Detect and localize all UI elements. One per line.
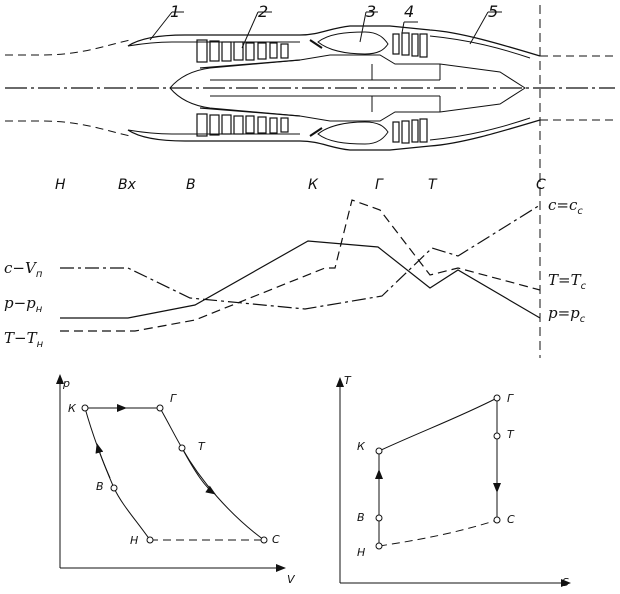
ts-x-axis-label: S <box>562 576 569 589</box>
pressure-curve <box>60 240 541 319</box>
parameter-plot <box>60 199 541 332</box>
station-labels: Н Вх В К Г Т С <box>55 177 546 193</box>
station-label-k: К <box>308 177 319 193</box>
parameter-right-labels: c=cc T=Tc p=pc <box>548 196 587 325</box>
pv-point-k <box>81 404 89 412</box>
ts-point-v <box>375 514 383 522</box>
pv-label-v: В <box>96 480 104 493</box>
compressor-blades-top <box>196 39 301 69</box>
temperature-left-label: T−Tн <box>4 329 44 350</box>
part-number-labels: 1 2 3 4 5 <box>170 2 498 21</box>
ts-labels: T S Г Т К С В Н <box>344 374 569 589</box>
station-label-v: В <box>186 177 196 193</box>
ts-label-t: Т <box>507 428 515 441</box>
station-label-c: С <box>536 177 546 193</box>
pv-label-c: С <box>272 533 280 546</box>
velocity-right-label: c=cc <box>548 196 583 217</box>
parameter-left-labels: c−Vп p−pн T−Tн <box>4 259 44 350</box>
ts-label-v: В <box>357 511 365 524</box>
pv-point-g <box>156 404 164 412</box>
pv-label-t: Т <box>198 440 206 453</box>
part-number-leaders <box>149 11 502 49</box>
nacelle-bottom <box>127 119 541 151</box>
ts-point-c <box>493 516 501 524</box>
pv-x-axis-label: V <box>287 573 296 586</box>
ts-point-h <box>375 542 383 550</box>
station-label-t: Т <box>428 177 438 193</box>
turbine-blades-top <box>392 32 428 58</box>
part-number-5: 5 <box>488 2 498 21</box>
pv-labels: p V К Г Т В С Н <box>62 377 296 586</box>
pressure-left-label: p−pн <box>4 294 43 315</box>
temperature-right-label: T=Tc <box>548 271 587 292</box>
ts-diagram <box>336 377 571 587</box>
combustor-bottom <box>317 121 389 145</box>
engine-section <box>5 5 615 358</box>
ts-point-t <box>493 432 501 440</box>
part-number-2: 2 <box>258 2 268 21</box>
velocity-curve <box>60 204 541 310</box>
ts-label-g: Г <box>507 392 514 405</box>
inlet-streamline-top <box>5 39 131 56</box>
ts-label-k: К <box>357 440 366 453</box>
part-number-4: 4 <box>404 2 414 21</box>
pv-point-c <box>260 536 268 544</box>
combustor-top <box>317 31 389 55</box>
station-label-g: Г <box>375 177 384 193</box>
pv-label-k: К <box>68 402 77 415</box>
ts-point-k <box>375 447 383 455</box>
pv-diagram <box>56 374 286 572</box>
pv-y-axis-label: p <box>62 377 70 390</box>
ts-y-axis-label: T <box>344 374 352 387</box>
velocity-left-label: c−Vп <box>4 259 43 280</box>
nacelle-top <box>127 25 541 57</box>
part-number-3: 3 <box>366 2 376 21</box>
turbine-blades-bottom <box>392 118 428 144</box>
pv-point-v <box>110 484 118 492</box>
inlet-spinner <box>169 54 526 122</box>
ts-label-c: С <box>507 513 515 526</box>
inlet-streamline-bottom <box>5 120 131 137</box>
station-label-vx: Вх <box>118 177 137 193</box>
temperature-curve <box>60 199 541 332</box>
pressure-right-label: p=pc <box>548 304 586 325</box>
pv-point-h <box>146 536 154 544</box>
pv-point-t <box>178 444 186 452</box>
ts-label-h: Н <box>357 546 365 559</box>
pv-label-g: Г <box>170 392 177 405</box>
ts-point-g <box>493 394 501 402</box>
part-number-1: 1 <box>170 2 180 21</box>
station-label-h: Н <box>55 177 66 193</box>
compressor-blades-bottom <box>196 107 301 137</box>
pv-label-h: Н <box>130 534 138 547</box>
